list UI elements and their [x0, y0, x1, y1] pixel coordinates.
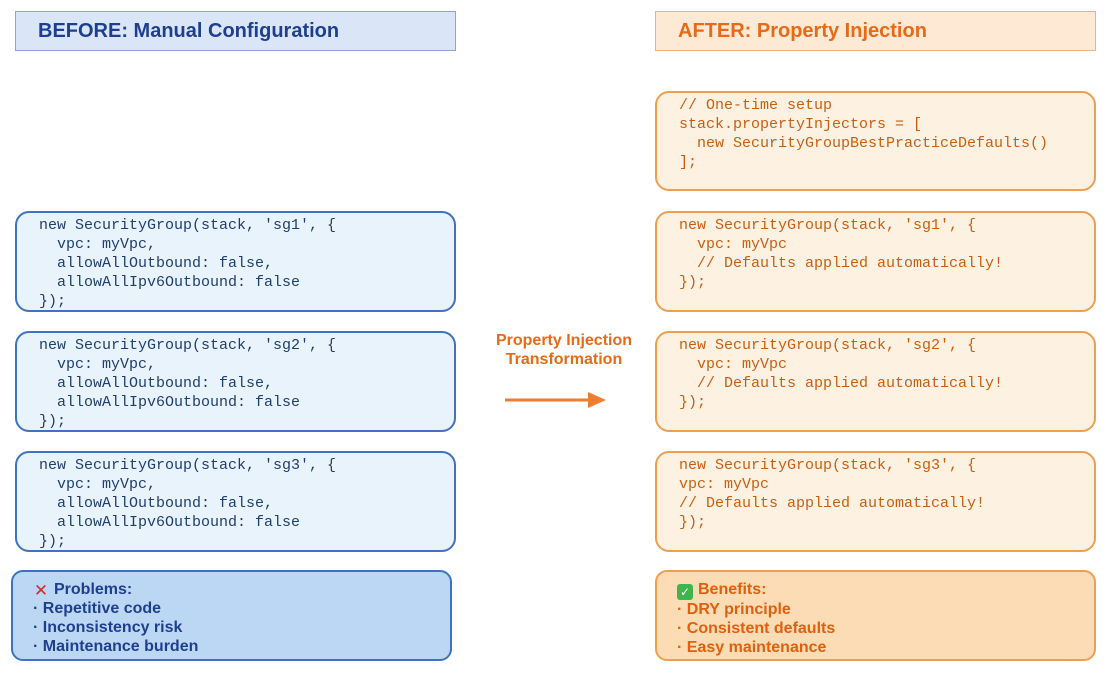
before-title: BEFORE: Manual Configuration	[38, 19, 340, 42]
before-code-block-sg1: new SecurityGroup(stack, 'sg1', { vpc: m…	[15, 211, 456, 312]
code-line: allowAllIpv6Outbound: false	[39, 514, 301, 531]
after-setup-block: // One-time setup stack.propertyInjector…	[655, 91, 1096, 191]
code-line: allowAllIpv6Outbound: false	[39, 274, 301, 291]
code-line: new SecurityGroupBestPracticeDefaults()	[679, 135, 1049, 152]
code-line: allowAllOutbound: false,	[39, 495, 274, 512]
before-code-block-sg3: new SecurityGroup(stack, 'sg3', { vpc: m…	[15, 451, 456, 552]
code-line: // One-time setup	[679, 97, 833, 114]
after-code-block-sg1: new SecurityGroup(stack, 'sg1', { vpc: m…	[655, 211, 1096, 312]
code-line: vpc: myVpc,	[39, 236, 157, 253]
after-code-block-sg2: new SecurityGroup(stack, 'sg2', { vpc: m…	[655, 331, 1096, 432]
code-line: vpc: myVpc,	[39, 356, 157, 373]
transformation-label: Property Injection Transformation	[486, 331, 642, 369]
cross-mark-icon: ✕	[33, 581, 49, 600]
code-line: stack.propertyInjectors = [	[679, 116, 923, 133]
code-line: vpc: myVpc,	[39, 476, 157, 493]
code-line: allowAllOutbound: false,	[39, 375, 274, 392]
benefits-box: ✓ Benefits: · DRY principle · Consistent …	[655, 570, 1096, 661]
code-line: });	[679, 394, 707, 411]
before-code-block-sg2: new SecurityGroup(stack, 'sg2', { vpc: m…	[15, 331, 456, 432]
code-line: });	[39, 413, 67, 430]
code-line: // Defaults applied automatically!	[679, 255, 1004, 272]
transformation-label-line2: Transformation	[505, 351, 623, 368]
code-line: allowAllOutbound: false,	[39, 255, 274, 272]
benefits-heading-row: ✓ Benefits:	[677, 580, 1094, 600]
code-line: // Defaults applied automatically!	[679, 495, 986, 512]
code-line: });	[39, 533, 67, 550]
check-mark-icon: ✓	[677, 584, 693, 600]
code-line: new SecurityGroup(stack, 'sg3', {	[679, 457, 977, 474]
problems-heading-row: ✕ Problems:	[33, 580, 450, 599]
code-line: // Defaults applied automatically!	[679, 375, 1004, 392]
transformation-label-line1: Property Injection	[495, 332, 633, 349]
code-line: vpc: myVpc	[679, 356, 788, 373]
problem-item: · Maintenance burden	[33, 638, 199, 655]
benefits-heading: Benefits:	[698, 581, 767, 598]
code-line: });	[39, 293, 67, 310]
benefit-item: · Consistent defaults	[677, 620, 836, 637]
problem-item: · Repetitive code	[33, 600, 162, 617]
code-line: vpc: myVpc	[679, 476, 770, 493]
code-line: allowAllIpv6Outbound: false	[39, 394, 301, 411]
code-line: });	[679, 514, 707, 531]
code-line: new SecurityGroup(stack, 'sg1', {	[679, 217, 977, 234]
code-line: vpc: myVpc	[679, 236, 788, 253]
code-line: ];	[679, 154, 698, 171]
after-code-block-sg3: new SecurityGroup(stack, 'sg3', { vpc: m…	[655, 451, 1096, 552]
code-line: new SecurityGroup(stack, 'sg2', {	[39, 337, 337, 354]
before-header: BEFORE: Manual Configuration	[15, 11, 456, 51]
problems-box: ✕ Problems: · Repetitive code · Inconsist…	[11, 570, 452, 661]
transformation-arrow-icon	[505, 392, 606, 408]
code-line: });	[679, 274, 707, 291]
after-header: AFTER: Property Injection	[655, 11, 1096, 51]
benefit-item: · Easy maintenance	[677, 639, 827, 656]
code-line: new SecurityGroup(stack, 'sg3', {	[39, 457, 337, 474]
code-line: new SecurityGroup(stack, 'sg2', {	[679, 337, 977, 354]
problems-heading: Problems:	[54, 581, 133, 598]
after-title: AFTER: Property Injection	[678, 19, 927, 42]
problem-item: · Inconsistency risk	[33, 619, 183, 636]
benefit-item: · DRY principle	[677, 601, 791, 618]
code-line: new SecurityGroup(stack, 'sg1', {	[39, 217, 337, 234]
